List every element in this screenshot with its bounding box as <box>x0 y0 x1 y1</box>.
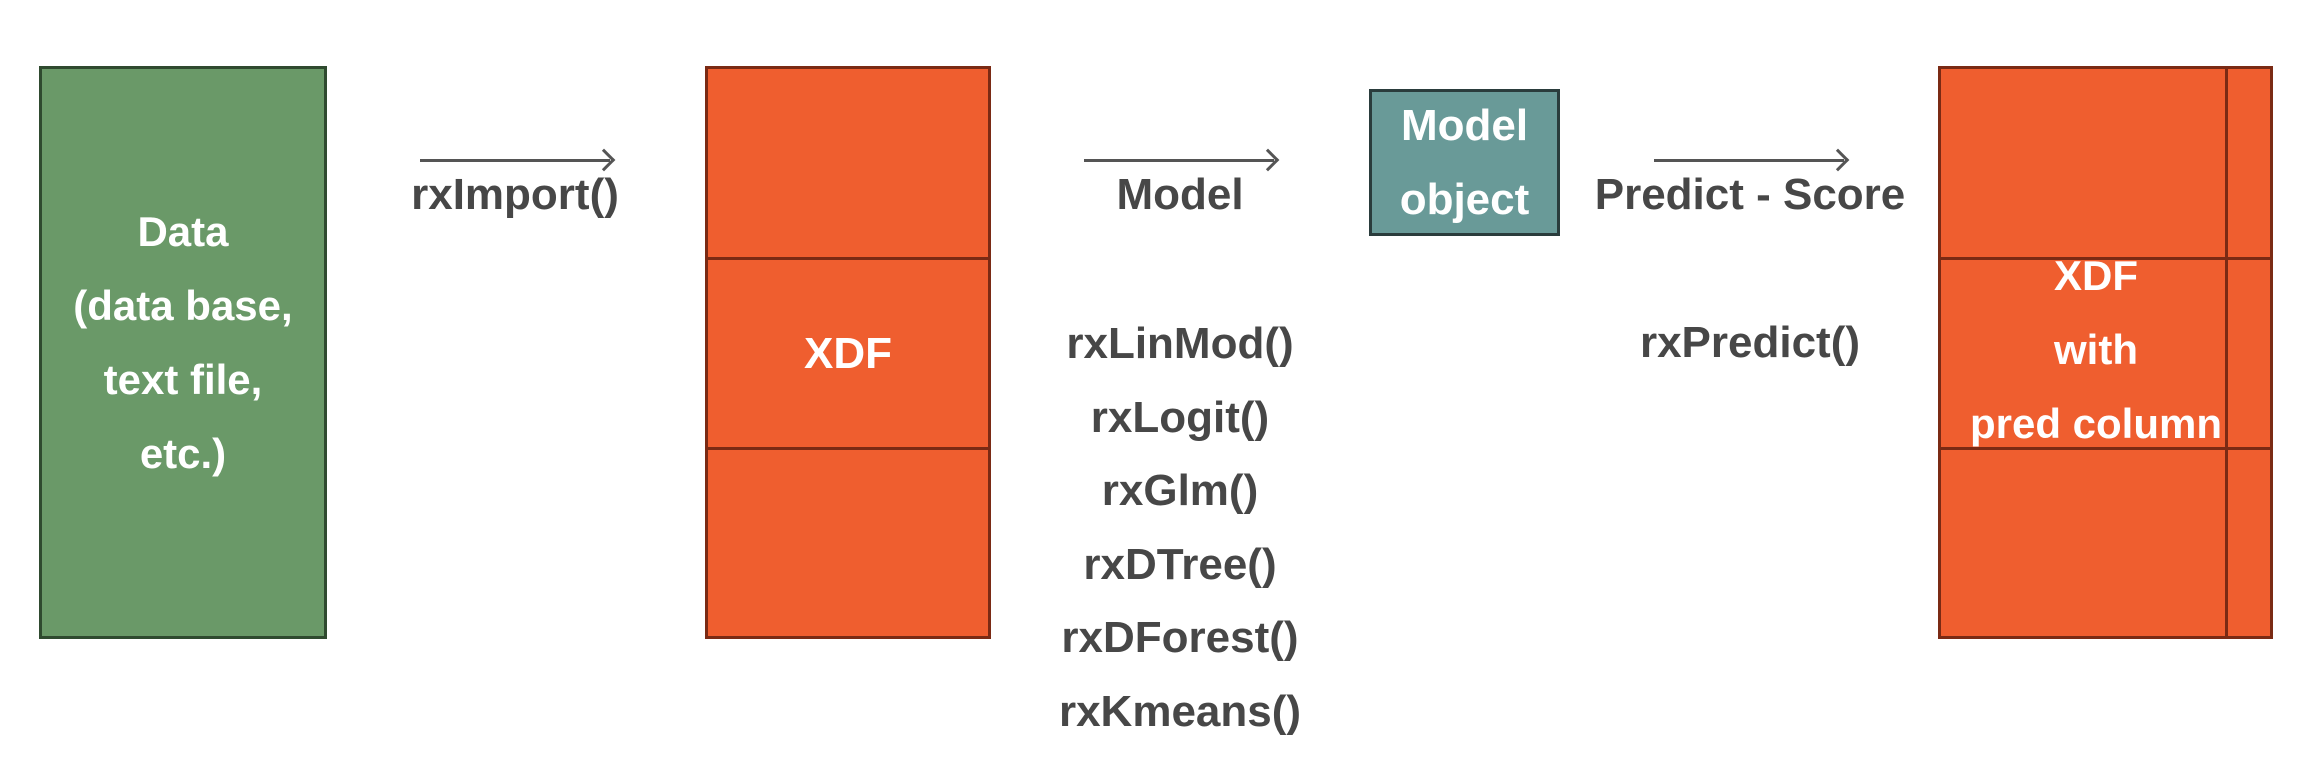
xdf-output-pred-column <box>2225 69 2228 636</box>
xdf-output-divider-1 <box>1941 257 2270 260</box>
data-source-line-3: text file, <box>103 355 263 403</box>
data-source-line-2: (data base, <box>73 281 293 329</box>
model-object-line-2: object <box>1399 174 1530 224</box>
predict-function: rxPredict() <box>1639 318 1861 367</box>
xdf-divider-2 <box>708 447 988 450</box>
function-glm: rxGlm() <box>1101 466 1259 515</box>
function-dforest: rxDForest() <box>1061 613 1299 662</box>
xdf-output-box: XDF with pred column <box>1938 66 2273 639</box>
xdf-output-line-2: with <box>2054 326 2138 373</box>
import-label: rxImport() <box>411 170 619 219</box>
model-label: Model <box>1116 170 1244 219</box>
model-object-box: Model object <box>1369 89 1560 236</box>
model-function-list: rxLinMod() rxLogit() rxGlm() rxDTree() r… <box>1030 307 1330 748</box>
xdf-output-line-1: XDF <box>2054 252 2138 299</box>
import-arrow <box>420 159 610 162</box>
data-source-label: Data (data base, text file, etc.) <box>73 195 292 491</box>
data-source-line-4: etc.) <box>139 429 227 477</box>
data-source-line-1: Data <box>137 207 229 255</box>
function-dtree: rxDTree() <box>1083 539 1277 589</box>
predict-arrow <box>1654 159 1844 162</box>
predict-label: Predict - Score <box>1594 170 1906 219</box>
xdf-output-line-3: pred column <box>1969 400 2223 447</box>
data-source-box: Data (data base, text file, etc.) <box>39 66 327 639</box>
xdf-output-divider-2 <box>1941 447 2270 450</box>
function-logit: rxLogit() <box>1090 392 1270 442</box>
model-arrow <box>1084 159 1274 162</box>
function-lin-mod: rxLinMod() <box>1066 319 1294 368</box>
xdf-divider-1 <box>708 257 988 260</box>
model-object-line-1: Model <box>1400 100 1529 150</box>
xdf-output-label: XDF with pred column <box>1941 239 2270 461</box>
function-kmeans: rxKmeans() <box>1058 686 1302 736</box>
xdf-box: XDF <box>705 66 991 639</box>
xdf-label: XDF <box>804 329 892 378</box>
